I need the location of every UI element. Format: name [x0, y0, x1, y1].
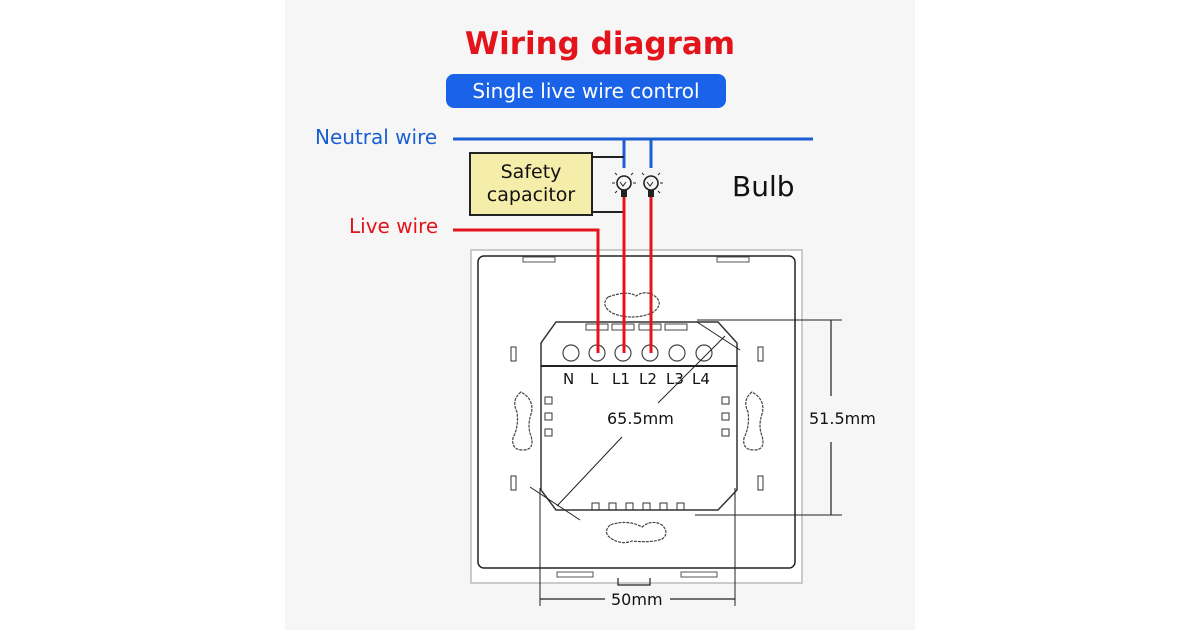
dimension-diagonal-label: 65.5mm [603, 409, 678, 428]
dimension-height-label: 51.5mm [809, 409, 876, 428]
subtitle-badge: Single live wire control [446, 74, 726, 108]
mounting-slot-right [743, 391, 764, 451]
mounting-slot-left [512, 391, 533, 451]
terminal-label-l1: L1 [612, 370, 630, 388]
bulb-icon-1 [612, 172, 636, 197]
dim-diagonal-upper [657, 335, 726, 404]
bulb-icon-2 [641, 172, 663, 197]
neutral-wire-label: Neutral wire [315, 125, 438, 149]
terminal-label-n: N [563, 370, 575, 388]
terminal-label-l4: L4 [692, 370, 710, 388]
capacitor-label-line2: capacitor [486, 184, 576, 206]
live-wire-label: Live wire [349, 214, 439, 238]
dim-diagonal-lower [556, 436, 623, 507]
bulb-label: Bulb [732, 170, 795, 203]
terminal-label-l: L [590, 370, 599, 388]
dimension-width-label: 50mm [611, 590, 663, 609]
live-wire [453, 228, 600, 353]
terminal-label-l2: L2 [639, 370, 657, 388]
terminal-label-l3: L3 [666, 370, 684, 388]
mounting-slot-top [604, 292, 660, 318]
diagram-title: Wiring diagram [464, 26, 736, 62]
safety-capacitor: Safety capacitor [469, 152, 593, 216]
capacitor-label-line1: Safety [500, 161, 562, 183]
mounting-slot-bottom [605, 521, 667, 544]
